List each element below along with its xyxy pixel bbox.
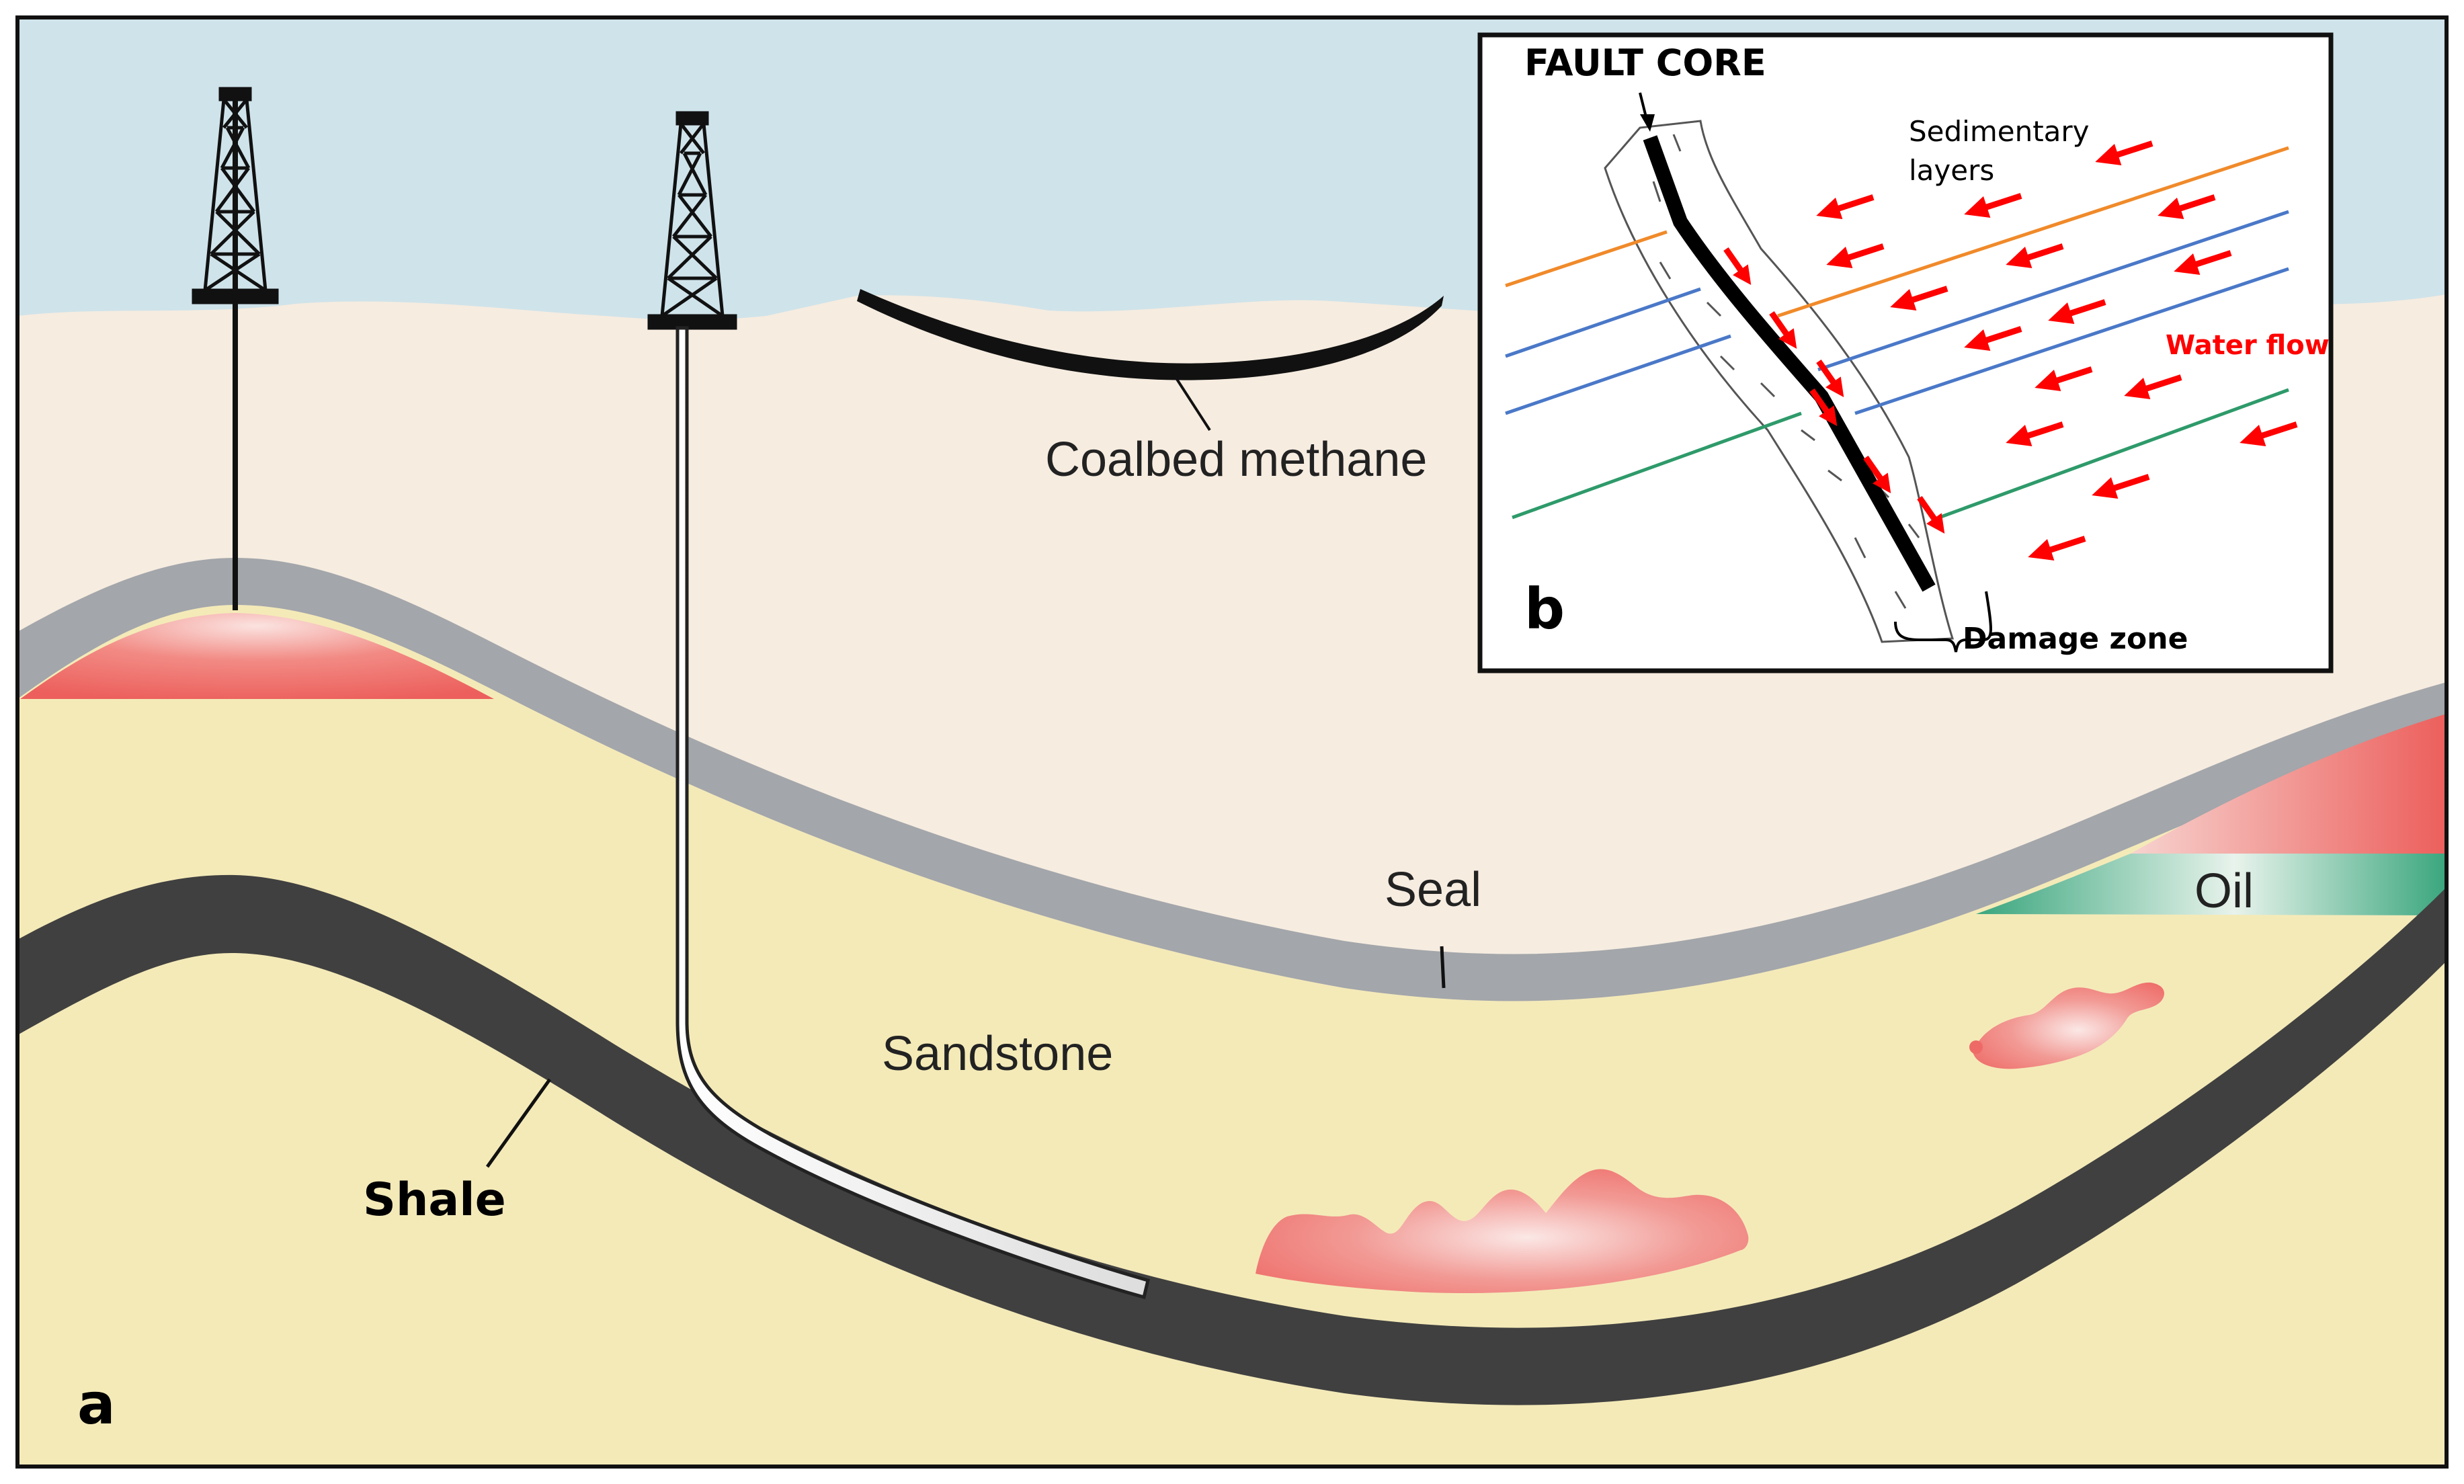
oil-rig-left: [192, 87, 279, 610]
oil-label: Oil: [2194, 864, 2254, 918]
hydrocarbon-blob-lower: [1256, 1169, 1749, 1294]
seal-layer: [17, 558, 2447, 1001]
green-layer-left: [1512, 411, 1802, 520]
sandstone-layer: [17, 605, 2447, 1467]
fault-flow-arrow: [1863, 456, 1891, 493]
shale-leader: [485, 1078, 552, 1168]
fault-flow-arrow: [1917, 496, 1945, 534]
fault-core-label: FAULT CORE: [1524, 42, 1766, 84]
fault-flow-arrow: [1723, 247, 1752, 285]
water-flow-arrow: [1826, 243, 1885, 268]
blue-layer-2-left: [1505, 334, 1731, 415]
seal-label: Seal: [1385, 863, 1481, 917]
water-flow-arrow: [1816, 194, 1875, 219]
water-flow-arrow: [2158, 194, 2216, 219]
blue-layer-2-right: [1854, 267, 2289, 415]
panel-b-letter: b: [1524, 576, 1565, 642]
green-layer-right: [1938, 388, 2289, 520]
damage-zone-brace: [1894, 591, 1992, 653]
hydrocarbon-droplet: [1969, 1040, 1983, 1054]
water-flow-arrow: [2095, 140, 2153, 165]
shale-layer: [17, 874, 2447, 1405]
blue-layer-1-right: [1817, 210, 2289, 372]
sedimentary-layers-label-line1: Sedimentary: [1909, 115, 2090, 148]
damage-zone-label: Damage zone: [1963, 622, 2188, 656]
sedimentary-layers-label-line2: layers: [1909, 154, 1994, 187]
seal-leader: [1440, 946, 1446, 989]
sedimentary-layers: [1505, 146, 2289, 520]
orange-layer-right: [1777, 146, 2289, 318]
water-flow-arrow: [2240, 421, 2298, 446]
horizontal-wellbore: [675, 326, 1150, 1300]
water-flow-arrow: [2006, 243, 2064, 268]
panel-a-letter: a: [77, 1371, 116, 1437]
orange-layer-left: [1505, 230, 1668, 288]
fault-flow-arrow: [1809, 388, 1838, 426]
inset-frame: [1477, 32, 2334, 673]
water-flow-arrow: [2048, 299, 2106, 324]
fault-flow-arrow: [1816, 360, 1844, 397]
water-flow-arrow: [2124, 374, 2182, 399]
gas-reservoir-left: [20, 613, 494, 699]
water-flow-arrows: [1723, 140, 2298, 561]
gas-reservoir-right: [2131, 714, 2447, 854]
water-flow-arrow: [2035, 366, 2093, 391]
hydrocarbon-blob-upper: [1973, 982, 2164, 1069]
water-flow-arrow: [1890, 286, 1948, 311]
blue-layer-1-left: [1505, 287, 1701, 358]
water-flow-arrow: [2006, 421, 2064, 446]
damage-zone-outline: [1604, 120, 1955, 643]
water-flow-arrow: [2028, 536, 2086, 561]
water-flow-arrow: [1964, 193, 2022, 218]
coalbed-methane-leader: [1172, 372, 1211, 431]
water-flow-arrow: [2174, 250, 2232, 275]
fault-core-leader: [1639, 92, 1655, 132]
water-flow-arrow: [2092, 474, 2150, 499]
water-flow-label: Water flow: [2166, 330, 2330, 361]
coal-seam: [857, 289, 1444, 380]
fault-flow-arrow: [1769, 311, 1797, 349]
oil-rig-right: [647, 111, 737, 330]
water-flow-arrow: [1964, 326, 2022, 351]
fault-core: [1643, 135, 1936, 592]
sandstone-label: Sandstone: [882, 1027, 1113, 1081]
figure-frame: [15, 15, 2449, 1469]
shale-label: Shale: [363, 1173, 506, 1227]
coalbed-methane-label: Coalbed methane: [1045, 433, 1427, 487]
panel-b-fault-inset: FAULT CORE Sedimentary layers Water flow…: [1477, 32, 2334, 673]
oil-reservoir: [1976, 854, 2447, 915]
